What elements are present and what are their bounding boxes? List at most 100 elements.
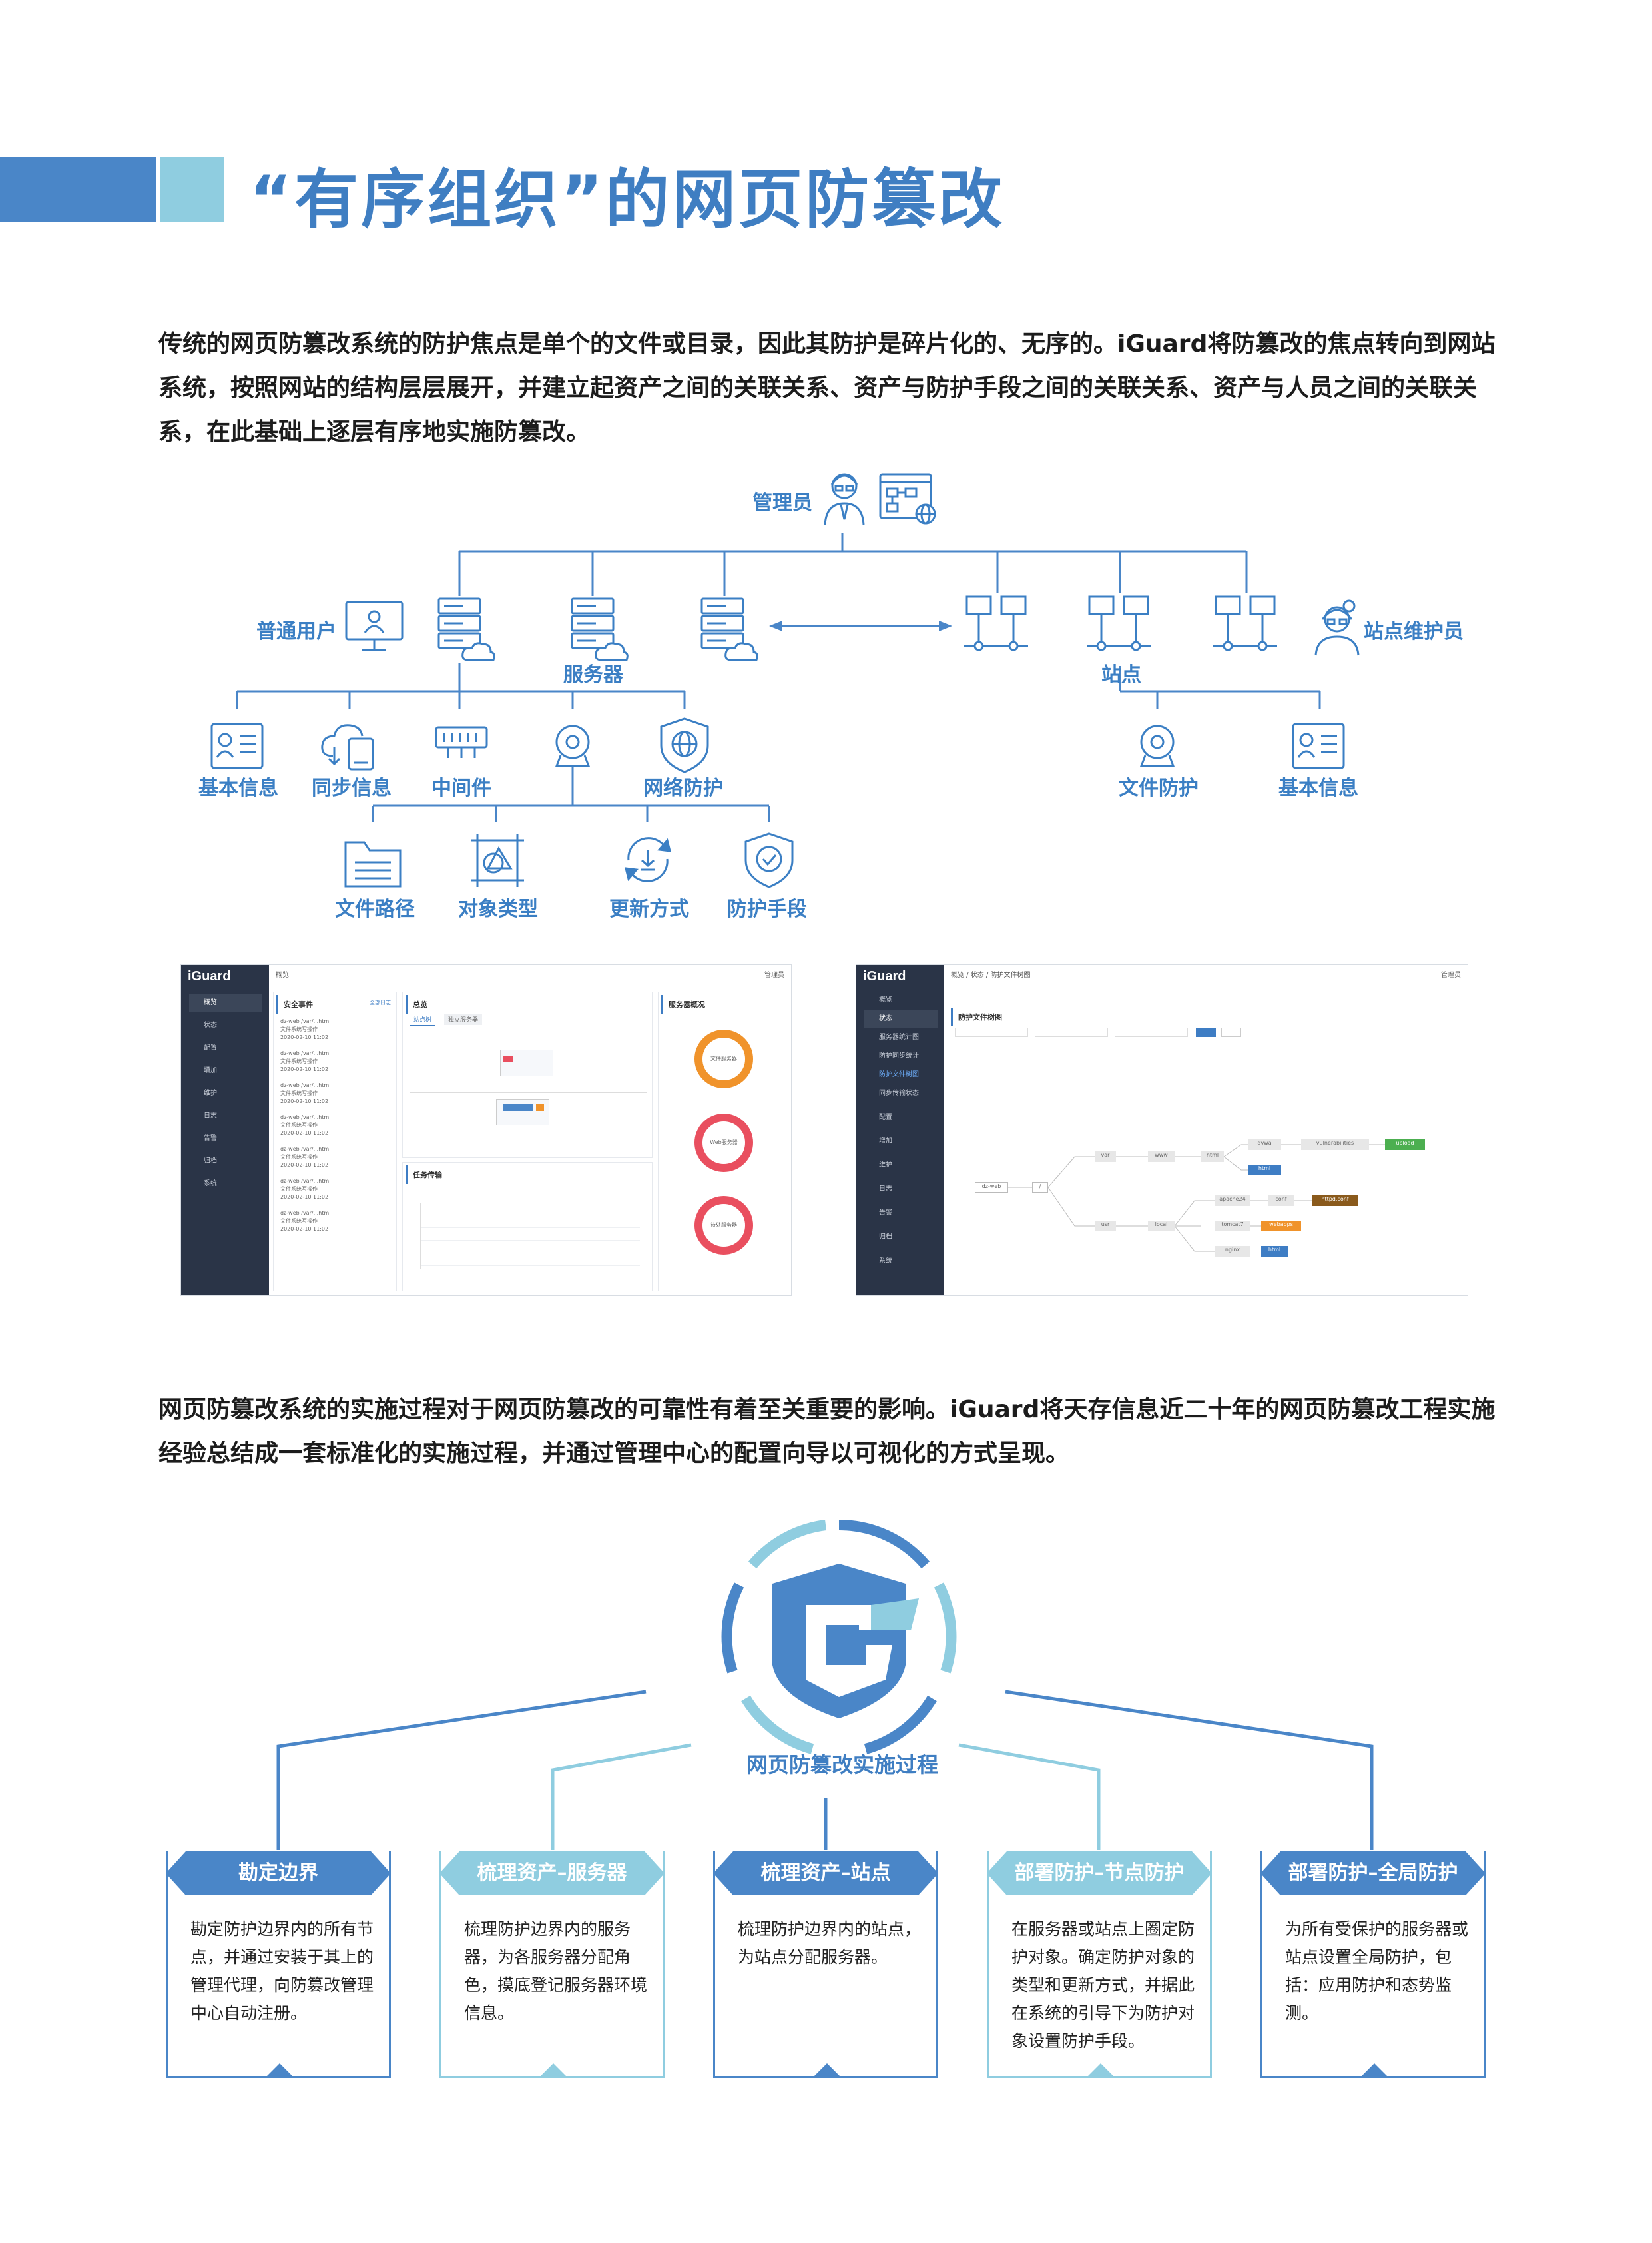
tree-node-modified[interactable]: httpd.conf (1312, 1195, 1358, 1206)
file-protect-webcam-icon (1139, 725, 1175, 767)
nav-item[interactable]: 配置 (204, 1044, 217, 1052)
tree-node-protected[interactable]: html (1261, 1246, 1288, 1257)
nav-item[interactable]: 日志 (204, 1112, 217, 1120)
process-title: 网页防篡改实施过程 (746, 1752, 938, 1777)
overview-panel: 总览 站点树 独立服务器 (402, 992, 653, 1158)
nav-item[interactable]: 状态 (864, 1010, 938, 1028)
tree-node[interactable]: vulnerabilities (1301, 1139, 1369, 1150)
server-overview-panel: 服务器概况 文件服务器 Web服务器 待处服务器 (658, 992, 788, 1291)
step-card-1: 勘定边界 勘定防护边界内的所有节点，并通过安装于其上的管理代理，向防篡改管理中心… (166, 1851, 391, 2078)
tree-node[interactable]: local (1148, 1221, 1175, 1231)
ring-label: 文件服务器 (710, 1056, 737, 1062)
nav-item[interactable]: 归档 (204, 1157, 217, 1165)
tree-node-protected[interactable]: html (1248, 1165, 1281, 1175)
tree-node[interactable]: conf (1268, 1195, 1294, 1206)
tree-node[interactable]: www (1148, 1151, 1175, 1162)
step-description: 梳理防护边界内的站点，为站点分配服务器。 (738, 1919, 922, 1967)
step-notch (1360, 2063, 1389, 2078)
tree-node-warning[interactable]: webapps (1261, 1221, 1301, 1231)
iguard-logo: iGuard (188, 969, 231, 984)
overview-node-box (496, 1099, 549, 1125)
tree-node[interactable]: apache24 (1215, 1195, 1250, 1206)
nav-item[interactable]: 系统 (879, 1257, 892, 1265)
dashboard-screenshot: iGuard 概览 状态 配置 增加 维护 日志 告警 归档 系统 概览 管理员… (180, 964, 792, 1296)
nav-item[interactable]: 归档 (879, 1233, 892, 1241)
step-card-5: 部署防护–全局防护 为所有受保护的服务器或站点设置全局防护，包括：应用防护和态势… (1260, 1851, 1486, 2078)
tree-node[interactable]: usr (1095, 1221, 1116, 1231)
server-icon-1 (437, 597, 495, 661)
update-method-icon (625, 837, 671, 882)
tree-node[interactable]: / (1032, 1182, 1048, 1193)
nav-item[interactable]: 防护文件树图 (879, 1071, 919, 1078)
iguard-emblem-icon (721, 1519, 957, 1754)
dashboard-topbar: 概览 管理员 (269, 965, 791, 986)
tab-site-tree[interactable]: 站点树 (410, 1014, 436, 1026)
nav-item[interactable]: 概览 (189, 994, 262, 1012)
nav-item[interactable]: 服务器统计图 (879, 1034, 919, 1041)
asset-tree-diagram: 管理员 普通用户 服务器 (0, 460, 1652, 939)
tree-node-ok[interactable]: upload (1385, 1139, 1425, 1150)
tree-node[interactable]: tomcat7 (1215, 1221, 1250, 1231)
nav-item[interactable]: 增加 (204, 1067, 217, 1074)
step-description: 勘定防护边界内的所有节点，并通过安装于其上的管理代理，向防篡改管理中心自动注册。 (190, 1919, 374, 2023)
nav-item[interactable]: 概览 (879, 996, 892, 1004)
tree-node[interactable]: nginx (1215, 1246, 1250, 1257)
nav-item[interactable]: 状态 (204, 1022, 217, 1029)
nav-item[interactable]: 防护同步统计 (879, 1052, 919, 1060)
tab-standalone-server[interactable]: 独立服务器 (444, 1014, 483, 1025)
view-all-link[interactable]: 全部日志 (370, 1000, 391, 1006)
step-header-shape (439, 1851, 665, 1895)
label-object-type: 对象类型 (458, 898, 538, 921)
filter-select[interactable] (1115, 1028, 1188, 1037)
label-sync-info: 同步信息 (312, 777, 392, 800)
nav-item[interactable]: 告警 (204, 1135, 217, 1142)
step-notch (812, 2063, 842, 2078)
step-card-2: 梳理资产–服务器 梳理防护边界内的服务器，为各服务器分配角色，摸底登记服务器环境… (439, 1851, 665, 2078)
object-type-icon (471, 834, 524, 887)
label-server: 服务器 (563, 663, 623, 687)
task-chart-area (420, 1203, 640, 1269)
filter-select[interactable] (955, 1028, 1028, 1037)
filetree-connector-lines (1008, 1144, 1385, 1252)
filter-select[interactable] (1035, 1028, 1108, 1037)
nav-item[interactable]: 配置 (879, 1114, 892, 1121)
step-title: 部署防护–节点防护 (1014, 1861, 1185, 1885)
step-card-4: 部署防护–节点防护 在服务器或站点上圈定防护对象。确定防护对象的类型和更新方式，… (987, 1851, 1212, 2078)
nav-item[interactable]: 维护 (204, 1090, 217, 1097)
search-button[interactable] (1196, 1028, 1216, 1037)
tree-node[interactable]: html (1201, 1151, 1224, 1162)
label-file-path: 文件路径 (335, 898, 415, 921)
tree-node[interactable]: dvwa (1248, 1139, 1281, 1150)
step-title: 梳理资产–服务器 (477, 1861, 627, 1885)
process-intro-paragraph: 网页防篡改系统的实施过程对于网页防篡改的可靠性有着至关重要的影响。iGuard将… (158, 1396, 1496, 1467)
title-accent-bar-dark (0, 157, 156, 222)
site-maintainer-icon (1314, 599, 1360, 656)
label-middleware: 中间件 (431, 777, 491, 800)
nav-item[interactable]: 告警 (879, 1209, 892, 1217)
network-protect-shield-icon (660, 717, 709, 773)
label-admin: 管理员 (752, 491, 812, 515)
title-accent-bar-light (160, 157, 224, 222)
nav-item[interactable]: 系统 (204, 1180, 217, 1187)
overview-divider (410, 1092, 647, 1093)
overview-node-alert (503, 1056, 513, 1062)
reset-button[interactable] (1221, 1028, 1241, 1037)
user-menu[interactable]: 管理员 (1441, 972, 1461, 979)
step-notch (1086, 2063, 1115, 2078)
nav-item[interactable]: 维护 (879, 1161, 892, 1169)
tree-node-root[interactable]: dz-web (975, 1182, 1008, 1193)
nav-item[interactable]: 同步传输状态 (879, 1090, 919, 1097)
label-site: 站点 (1101, 663, 1141, 687)
breadcrumb: 概览 / 状态 / 防护文件树图 (951, 972, 1031, 979)
tree-node[interactable]: var (1095, 1151, 1116, 1162)
nav-item[interactable]: 增加 (879, 1137, 892, 1145)
nav-item[interactable]: 日志 (879, 1185, 892, 1193)
user-menu[interactable]: 管理员 (764, 972, 784, 979)
